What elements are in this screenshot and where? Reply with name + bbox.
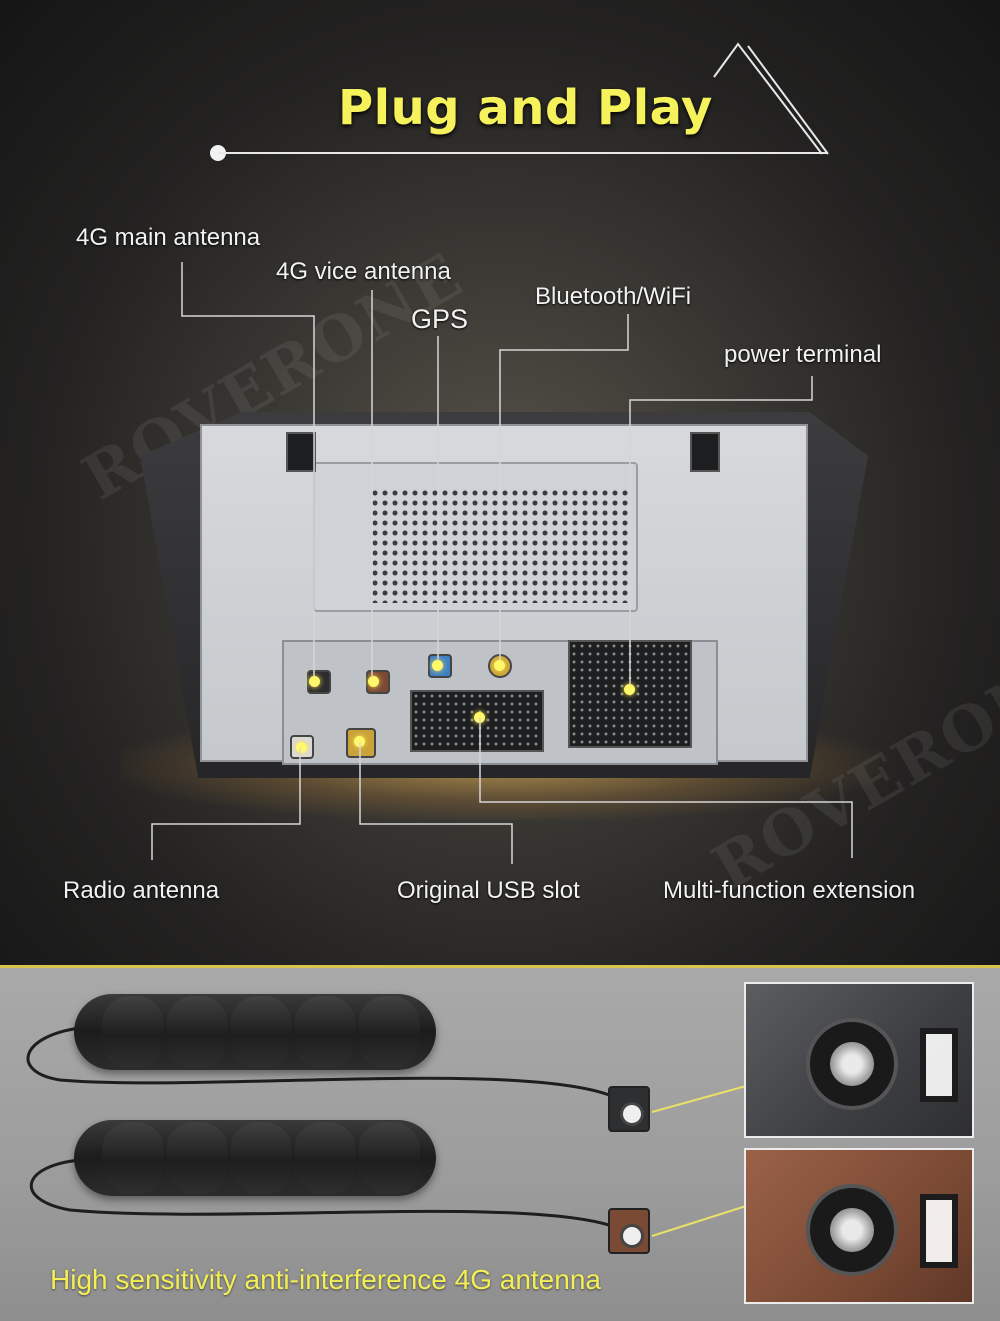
label-multi-function: Multi-function extension — [663, 877, 916, 904]
connector-closeup-black — [744, 982, 974, 1138]
ventilation-grille — [370, 488, 632, 603]
dot-usb — [354, 736, 365, 747]
label-usb-slot: Original USB slot — [397, 877, 580, 904]
dot-power — [624, 684, 635, 695]
mount-clip-left — [286, 432, 316, 472]
dot-gps — [432, 660, 443, 671]
label-power-terminal: power terminal — [724, 341, 882, 368]
dot-bt-wifi — [494, 660, 505, 671]
plug-brown — [608, 1208, 650, 1254]
label-4g-main: 4G main antenna — [76, 224, 261, 251]
dot-4g-main — [309, 676, 320, 687]
product-panel: ROVERONE ROVERONE Plug and Play — [0, 0, 1000, 965]
mount-clip-right — [690, 432, 720, 472]
dot-radio — [296, 742, 307, 753]
plug-black — [608, 1086, 650, 1132]
connector-closeup-brown — [744, 1148, 974, 1304]
title-decoration-triangle — [713, 42, 829, 155]
label-4g-vice: 4G vice antenna — [276, 258, 451, 285]
page-title: Plug and Play — [338, 80, 713, 136]
label-radio-antenna: Radio antenna — [63, 877, 220, 904]
label-gps: GPS — [411, 304, 469, 334]
dot-4g-vice — [368, 676, 379, 687]
antenna-caption: High sensitivity anti-interference 4G an… — [50, 1264, 601, 1295]
leader-lines — [151, 262, 853, 864]
label-bt-wifi: Bluetooth/WiFi — [535, 283, 692, 310]
antenna-top — [74, 994, 436, 1070]
antenna-bottom — [74, 1120, 436, 1196]
dot-multi — [474, 712, 485, 723]
title-underline — [218, 152, 828, 154]
